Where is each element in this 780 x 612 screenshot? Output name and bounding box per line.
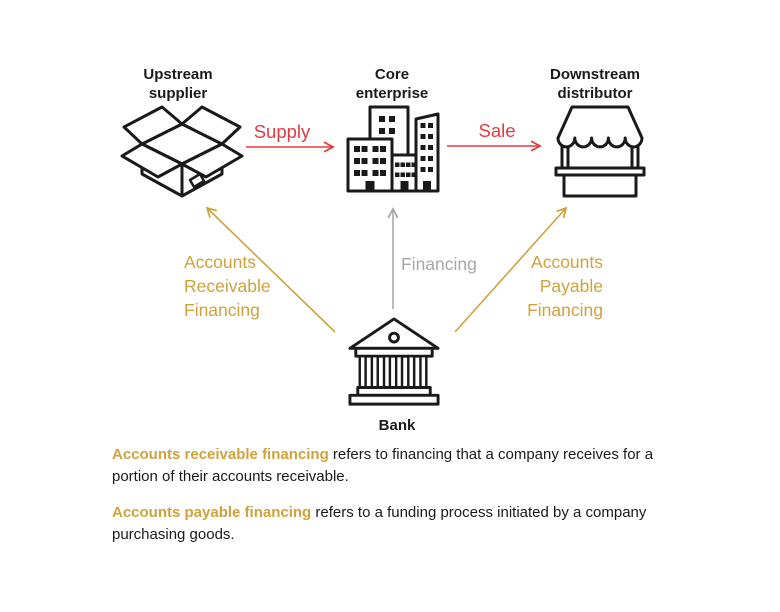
financing-arrow-label: Financing <box>401 254 477 274</box>
accounts-payable-definition-text: refers to a funding process initiated by… <box>112 504 647 543</box>
upstream-supplier-label: Upstream supplier <box>143 66 213 102</box>
buildings-icon <box>346 105 440 193</box>
accounts-payable-definition: Accounts payable financing refers to a f… <box>112 502 690 545</box>
bank-label: Bank <box>378 417 416 434</box>
definitions: Accounts receivable financing refers to … <box>112 444 690 560</box>
sale-arrow-label: Sale <box>478 120 516 141</box>
accounts-receivable-term: Accounts receivable financing <box>112 446 329 463</box>
accounts-receivable-definition-text: refers to financing that a company recei… <box>112 446 654 485</box>
core-enterprise-label: Core enterprise <box>355 66 429 102</box>
market-stall-icon <box>554 105 646 198</box>
accounts-receivable-arrow <box>205 206 336 333</box>
accounts-receivable-definition: Accounts receivable financing refers to … <box>112 444 690 487</box>
accounts-payable-arrow <box>454 206 568 333</box>
accounts-payable-financing-label: Accounts Payable Financing <box>527 252 603 320</box>
downstream-distributor-label: Downstream distributor <box>549 66 641 102</box>
accounts-payable-term: Accounts payable financing <box>112 504 312 521</box>
supply-arrow-label: Supply <box>253 121 311 142</box>
accounts-receivable-financing-label: Accounts Receivable Financing <box>184 252 271 320</box>
bank-icon <box>348 317 440 406</box>
open-box-icon <box>120 105 244 198</box>
